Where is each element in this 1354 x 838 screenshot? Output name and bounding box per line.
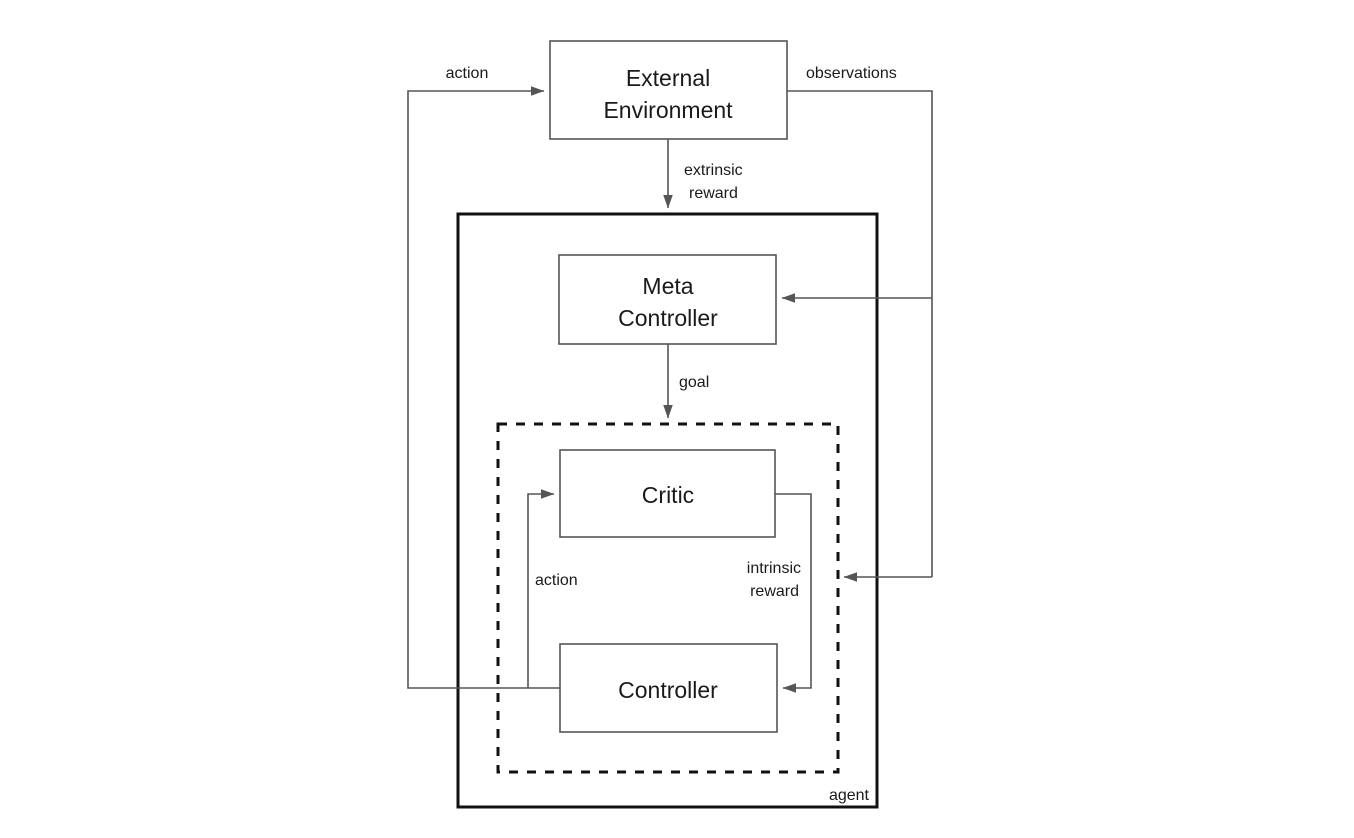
edge-label-extrinsic-reward-line2: reward — [689, 185, 738, 202]
controller-critic-group — [496, 422, 840, 774]
edge-label-goal: goal — [679, 374, 709, 391]
node-controller-label: Controller — [618, 677, 718, 703]
edge-action-to-environment — [407, 86, 560, 689]
node-external-environment[interactable] — [549, 40, 788, 140]
edge-label-observations: observations — [806, 65, 897, 82]
node-meta-controller-label-line1: Meta — [642, 273, 693, 299]
agent-container-label: agent — [829, 787, 870, 804]
edge-intrinsic-reward — [775, 493, 812, 693]
edge-label-extrinsic-reward-line1: extrinsic — [684, 162, 743, 179]
edge-label-action-inner: action — [535, 572, 578, 589]
node-external-environment-label-line2: Environment — [603, 97, 733, 123]
node-meta-controller[interactable] — [558, 254, 777, 345]
agent-container — [456, 212, 879, 809]
node-critic[interactable] — [559, 449, 776, 538]
edge-label-intrinsic-reward-line1: intrinsic — [747, 560, 801, 577]
edge-label-action-top: action — [446, 65, 489, 82]
edge-observations-trunk — [787, 90, 933, 577]
node-external-environment-label-line1: External — [626, 65, 710, 91]
node-meta-controller-label-line2: Controller — [618, 305, 718, 331]
edge-action-to-critic — [527, 489, 555, 688]
node-critic-label: Critic — [642, 482, 694, 508]
node-controller[interactable] — [559, 643, 778, 733]
edge-label-intrinsic-reward-line2: reward — [750, 583, 799, 600]
